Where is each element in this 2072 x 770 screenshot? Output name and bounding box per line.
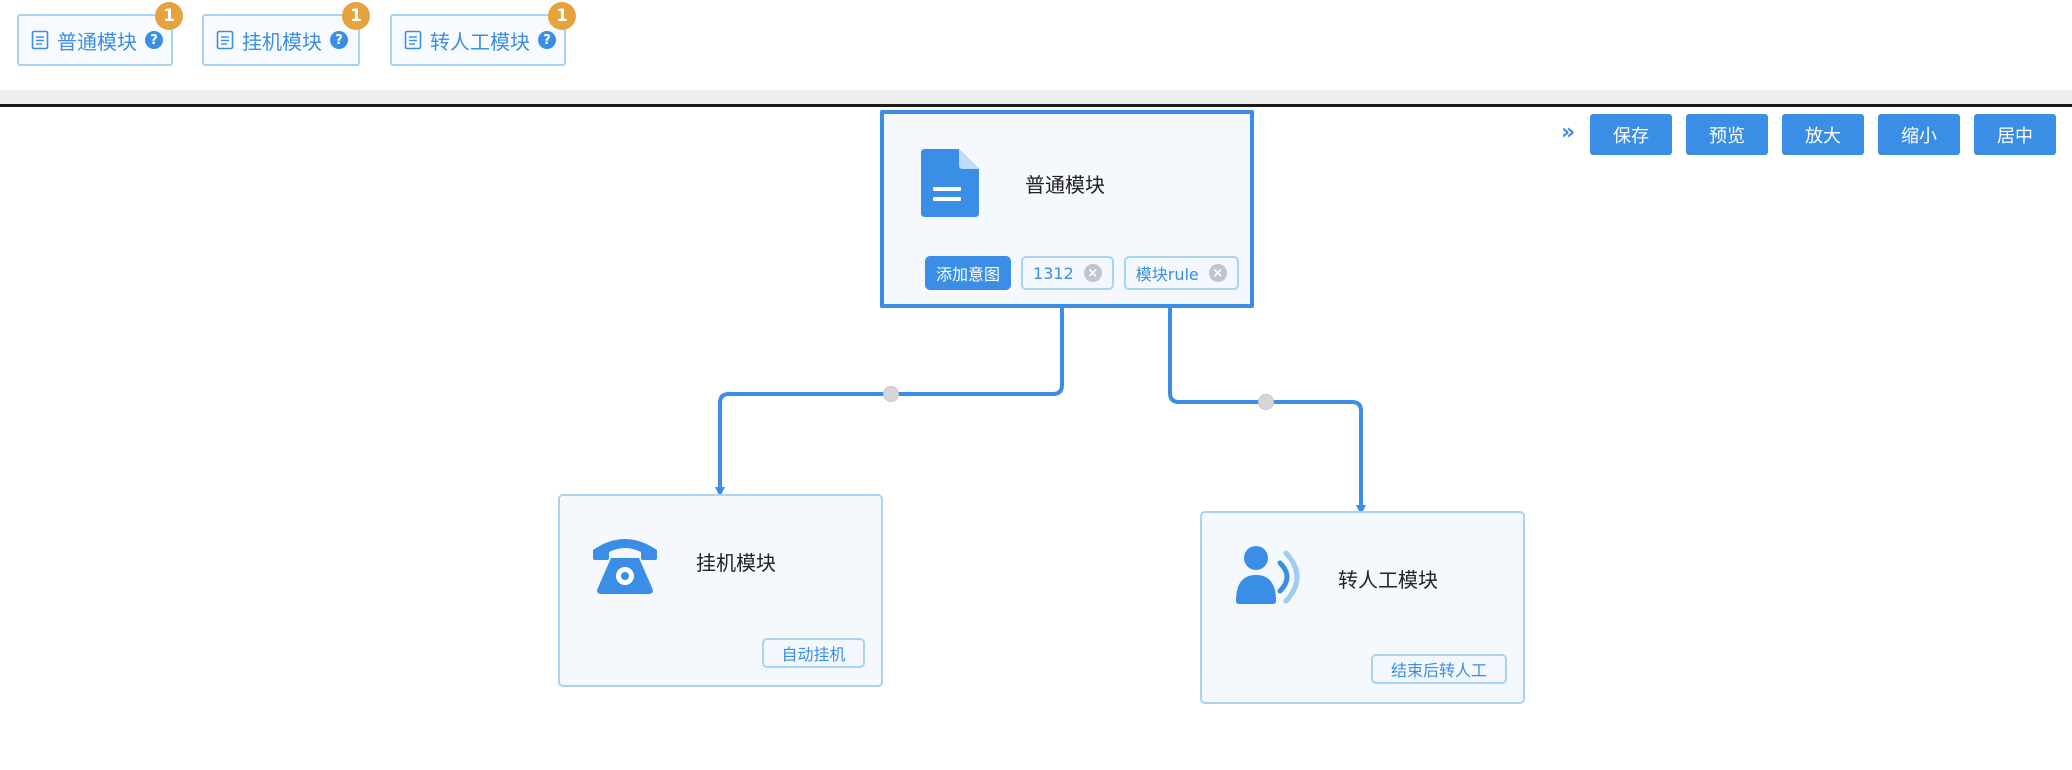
zoom-in-button[interactable]: 放大 [1782, 114, 1864, 155]
document-icon [31, 30, 49, 50]
intent-tag-row: 添加意图 1312 × 模块rule × [925, 256, 1249, 290]
palette-item-normal[interactable]: 普通模块 ? 1 [17, 2, 183, 66]
add-intent-button[interactable]: 添加意图 [925, 256, 1012, 290]
canvas-top-border [0, 104, 2072, 107]
node-title: 普通模块 [1025, 173, 1105, 197]
edge-handle-dot[interactable] [883, 386, 899, 402]
node-normal[interactable]: 普通模块 添加意图 1312 × 模块rule × [880, 110, 1254, 308]
center-button[interactable]: 居中 [1974, 114, 2056, 155]
hangup-tag: 自动挂机 [762, 638, 865, 668]
zoom-out-button[interactable]: 缩小 [1878, 114, 1960, 155]
node-hangup[interactable]: 挂机模块 自动挂机 [558, 494, 883, 687]
palette-item-label: 转人工模块 [430, 29, 530, 54]
count-badge: 1 [342, 2, 370, 30]
palette-item-label: 普通模块 [57, 29, 137, 54]
palette-item-hangup[interactable]: 挂机模块 ? 1 [202, 2, 370, 66]
question-circle-icon[interactable]: ? [330, 31, 348, 49]
module-palette: 普通模块 ? 1 挂机模块 ? 1 转人工模块 ? 1 [0, 0, 2072, 90]
document-icon [404, 30, 422, 50]
close-circle-icon[interactable]: × [1083, 264, 1102, 282]
palette-divider [0, 90, 2072, 104]
edge-handle-dot[interactable] [1258, 394, 1274, 410]
intent-tag: 1312 × [1021, 256, 1114, 290]
close-circle-icon[interactable]: × [1208, 264, 1227, 282]
node-title: 挂机模块 [696, 551, 776, 575]
intent-tag: 模块rule × [1123, 256, 1239, 290]
palette-item-label: 挂机模块 [242, 29, 322, 54]
intent-tag-label: 1312 [1033, 263, 1074, 283]
count-badge: 1 [155, 2, 183, 30]
transfer-tag: 结束后转人工 [1371, 654, 1507, 684]
count-badge: 1 [548, 2, 576, 30]
agent-headset-icon [1236, 546, 1300, 604]
palette-item-transfer[interactable]: 转人工模块 ? 1 [390, 2, 576, 66]
double-chevron-right-icon[interactable]: » [1561, 120, 1576, 145]
question-circle-icon[interactable]: ? [145, 31, 163, 49]
preview-button[interactable]: 预览 [1686, 114, 1768, 155]
telephone-icon [593, 539, 657, 594]
question-circle-icon[interactable]: ? [538, 31, 556, 49]
node-transfer[interactable]: 转人工模块 结束后转人工 [1200, 511, 1525, 704]
intent-tag-label: 模块rule [1135, 265, 1199, 284]
document-icon [921, 149, 979, 217]
document-icon [216, 30, 234, 50]
save-button[interactable]: 保存 [1590, 114, 1672, 155]
node-title: 转人工模块 [1338, 568, 1438, 592]
